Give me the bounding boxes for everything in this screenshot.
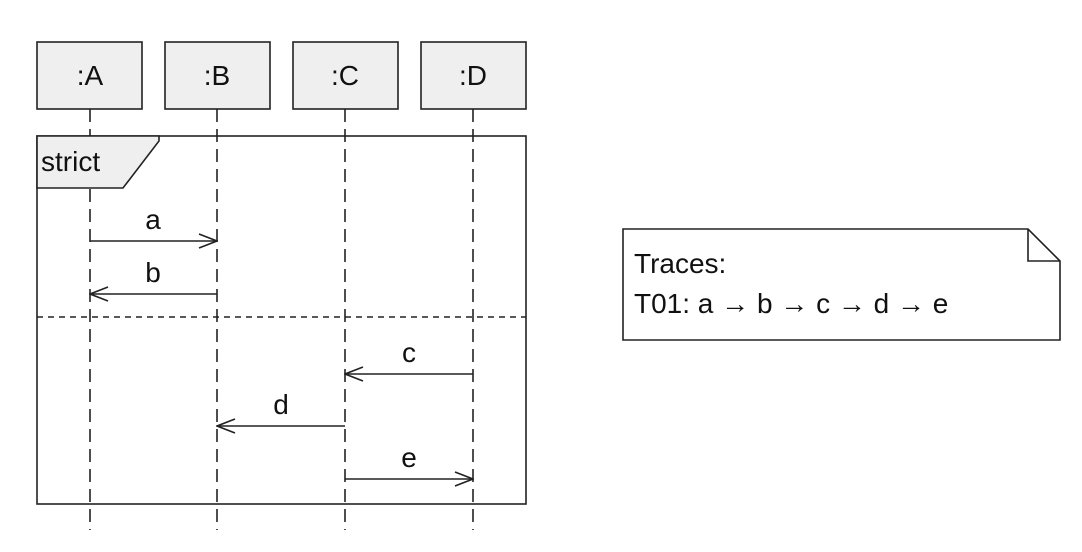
traces-note: Traces: T01: a → b → c → d → e (622, 228, 1061, 341)
message-b: b (90, 257, 217, 294)
lifeline-label: :D (459, 60, 487, 91)
message-a: a (90, 204, 217, 241)
lifeline-lines (89, 109, 474, 530)
lifeline-head-a: :A (36, 41, 143, 110)
fragment-operator: strict (41, 146, 100, 177)
message-d: d (217, 389, 345, 426)
fragment-frame (36, 135, 527, 505)
note-fold (1027, 229, 1060, 262)
fragment-operator-tab (36, 135, 160, 189)
message-c: c (345, 337, 473, 374)
message-label: a (145, 204, 161, 235)
lifeline-label: :B (204, 60, 230, 91)
lifeline-heads: :A :B :C :D (36, 41, 527, 110)
lifeline-head-b: :B (164, 41, 271, 110)
lifeline-label: :A (77, 60, 104, 91)
message-label: c (402, 337, 416, 368)
note-trace: T01: a → b → c → d → e (634, 288, 948, 319)
message-e: e (345, 442, 473, 479)
lifeline-head-d: :D (420, 41, 527, 110)
note-body (622, 228, 1061, 341)
lifeline-label: :C (331, 60, 359, 91)
combined-fragment: strict (36, 135, 527, 505)
message-label: e (401, 442, 417, 473)
lifeline-head-c: :C (292, 41, 399, 110)
message-label: d (273, 389, 289, 420)
message-label: b (145, 257, 161, 288)
note-title: Traces: (634, 248, 726, 279)
messages: a b c d e (90, 204, 473, 479)
